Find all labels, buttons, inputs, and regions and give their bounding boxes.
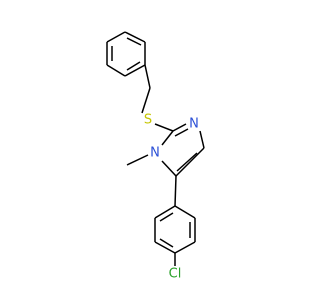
n-methyl-bond	[126, 154, 149, 166]
bond	[154, 205, 176, 219]
bond	[106, 31, 126, 43]
ch2-sulfur-bond	[141, 87, 151, 114]
bond	[124, 31, 146, 43]
bond	[174, 205, 196, 219]
aromatic-inner-bond	[159, 238, 174, 248]
imidazole-ring	[161, 123, 205, 177]
molecule-structure: S N N Cl	[106, 31, 205, 282]
bond	[175, 147, 205, 177]
benzyl-ch2-bond	[144, 64, 151, 89]
benzyl-phenyl-ring	[106, 31, 146, 77]
bond	[161, 160, 177, 177]
imidazole-aryl-bond	[174, 175, 177, 207]
aromatic-inner-bond	[126, 61, 141, 71]
bond	[199, 130, 205, 149]
chlorine-atom-label: Cl	[169, 267, 182, 282]
chlorophenyl-ring	[154, 205, 196, 254]
sulfur-atom-label: S	[144, 113, 152, 128]
bond	[154, 241, 176, 254]
aromatic-inner-bond	[159, 212, 174, 222]
imidazole-n3-atom-label: N	[189, 117, 199, 132]
bond	[161, 130, 174, 146]
bond	[124, 64, 146, 77]
bond	[172, 123, 187, 132]
aromatic-inner-bond	[126, 37, 142, 46]
sulfur-c2-bond	[154, 123, 174, 132]
bond	[106, 64, 126, 77]
bond	[174, 128, 189, 137]
bond	[174, 241, 196, 254]
imidazole-n1-atom-label: N	[150, 146, 160, 161]
bond	[176, 152, 198, 172]
